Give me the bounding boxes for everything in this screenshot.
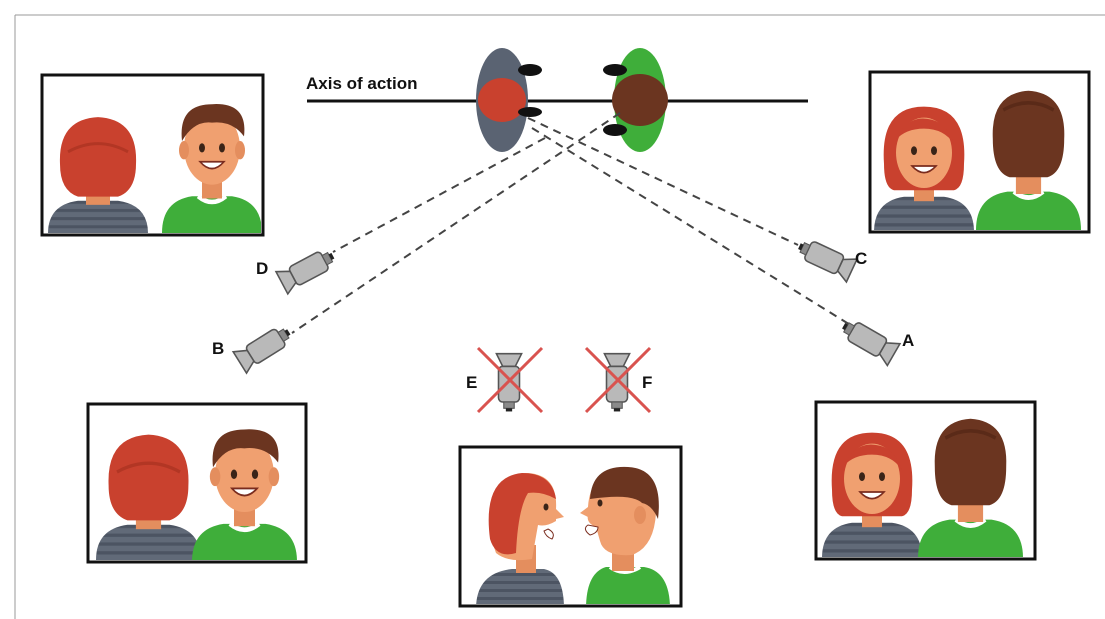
man-overhead (603, 48, 668, 152)
video-camera-icon (232, 320, 297, 374)
svg-text:A: A (902, 331, 914, 350)
video-camera-icon (275, 243, 340, 295)
frame-camera-b-shot (86, 402, 308, 564)
video-camera-icon (793, 233, 858, 283)
camera-d: D (256, 243, 340, 295)
cross-icon (584, 346, 652, 414)
camera-a: A (836, 314, 914, 367)
frame-camera-c-shot (868, 70, 1091, 234)
frame-profile-shot (458, 445, 683, 608)
svg-text:B: B (212, 339, 224, 358)
sight-lines (291, 112, 853, 334)
camera-e-forbidden: E (466, 346, 544, 414)
camera-f-forbidden: F (584, 346, 652, 414)
camera-c: C (793, 233, 867, 283)
svg-text:E: E (466, 373, 477, 392)
frame-camera-a-shot (814, 400, 1037, 561)
camera-b: B (212, 320, 297, 374)
cross-icon (476, 346, 544, 414)
frame-camera-d-shot (40, 73, 265, 237)
svg-text:D: D (256, 259, 268, 278)
svg-text:C: C (855, 249, 867, 268)
woman-overhead (476, 48, 542, 152)
axis-label: Axis of action (306, 74, 417, 93)
svg-text:F: F (642, 373, 652, 392)
